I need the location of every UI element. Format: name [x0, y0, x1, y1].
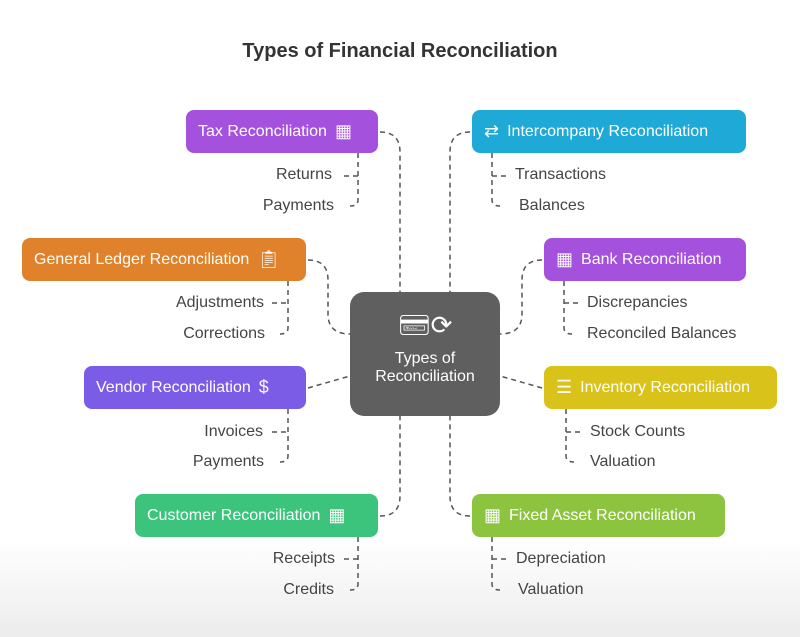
- diagram-title: Types of Financial Reconciliation: [242, 40, 558, 62]
- node-label: Vendor Reconciliation: [96, 378, 251, 396]
- card-sync-icon: 💳︎⟳: [397, 310, 453, 340]
- sub-item: Transactions: [515, 166, 606, 183]
- sub-item: Adjustments: [175, 294, 264, 311]
- center-label-line2: Reconciliation: [375, 368, 475, 385]
- sub-item: Payments: [192, 453, 264, 470]
- sub-item: Corrections: [183, 325, 265, 342]
- sub-item: Depreciation: [516, 550, 606, 567]
- sub-item: Credits: [283, 581, 334, 598]
- node-customer-reconciliation: Customer Reconciliation ▦: [135, 494, 378, 537]
- node-label: Bank Reconciliation: [581, 250, 722, 268]
- sub-item: Discrepancies: [587, 294, 688, 311]
- node-label: Fixed Asset Reconciliation: [509, 506, 696, 524]
- node-bank-reconciliation: ▦ Bank Reconciliation: [544, 238, 746, 281]
- node-tax-reconciliation: Tax Reconciliation ▦: [186, 110, 378, 153]
- money-check-icon: $: [258, 377, 269, 397]
- node-label: General Ledger Reconciliation: [34, 250, 250, 268]
- node-inventory-reconciliation: ☰ Inventory Reconciliation: [544, 366, 777, 409]
- sub-item: Invoices: [204, 423, 263, 440]
- table-check-icon: ▦: [484, 505, 502, 525]
- bank-table-sync-icon: ▦: [556, 249, 574, 269]
- sub-item: Payments: [262, 197, 334, 214]
- clipboard-sync-icon: 📋︎: [257, 249, 281, 269]
- exchange-people-icon: ⇄: [484, 121, 500, 141]
- center-node: 💳︎⟳ Types of Reconciliation: [350, 292, 500, 416]
- calculator-sync-icon: ▦: [328, 505, 346, 525]
- node-label: Intercompany Reconciliation: [507, 122, 709, 140]
- center-label-line1: Types of: [394, 350, 456, 367]
- node-label: Tax Reconciliation: [198, 122, 327, 140]
- sub-item: Receipts: [272, 550, 335, 567]
- stack-icon: ☰: [556, 377, 573, 397]
- node-intercompany-reconciliation: ⇄ Intercompany Reconciliation: [472, 110, 746, 153]
- sub-item: Stock Counts: [590, 423, 686, 440]
- sub-item: Valuation: [518, 581, 584, 598]
- node-general-ledger-reconciliation: General Ledger Reconciliation 📋︎: [22, 238, 306, 281]
- sub-item: Balances: [519, 197, 585, 214]
- node-vendor-reconciliation: Vendor Reconciliation $: [84, 366, 306, 409]
- node-label: Customer Reconciliation: [147, 506, 321, 524]
- sub-item: Valuation: [590, 453, 656, 470]
- sub-item: Returns: [275, 166, 332, 183]
- node-fixed-asset-reconciliation: ▦ Fixed Asset Reconciliation: [472, 494, 725, 537]
- sub-item: Reconciled Balances: [587, 325, 737, 342]
- node-label: Inventory Reconciliation: [580, 378, 751, 396]
- tax-calculator-icon: ▦: [334, 121, 352, 141]
